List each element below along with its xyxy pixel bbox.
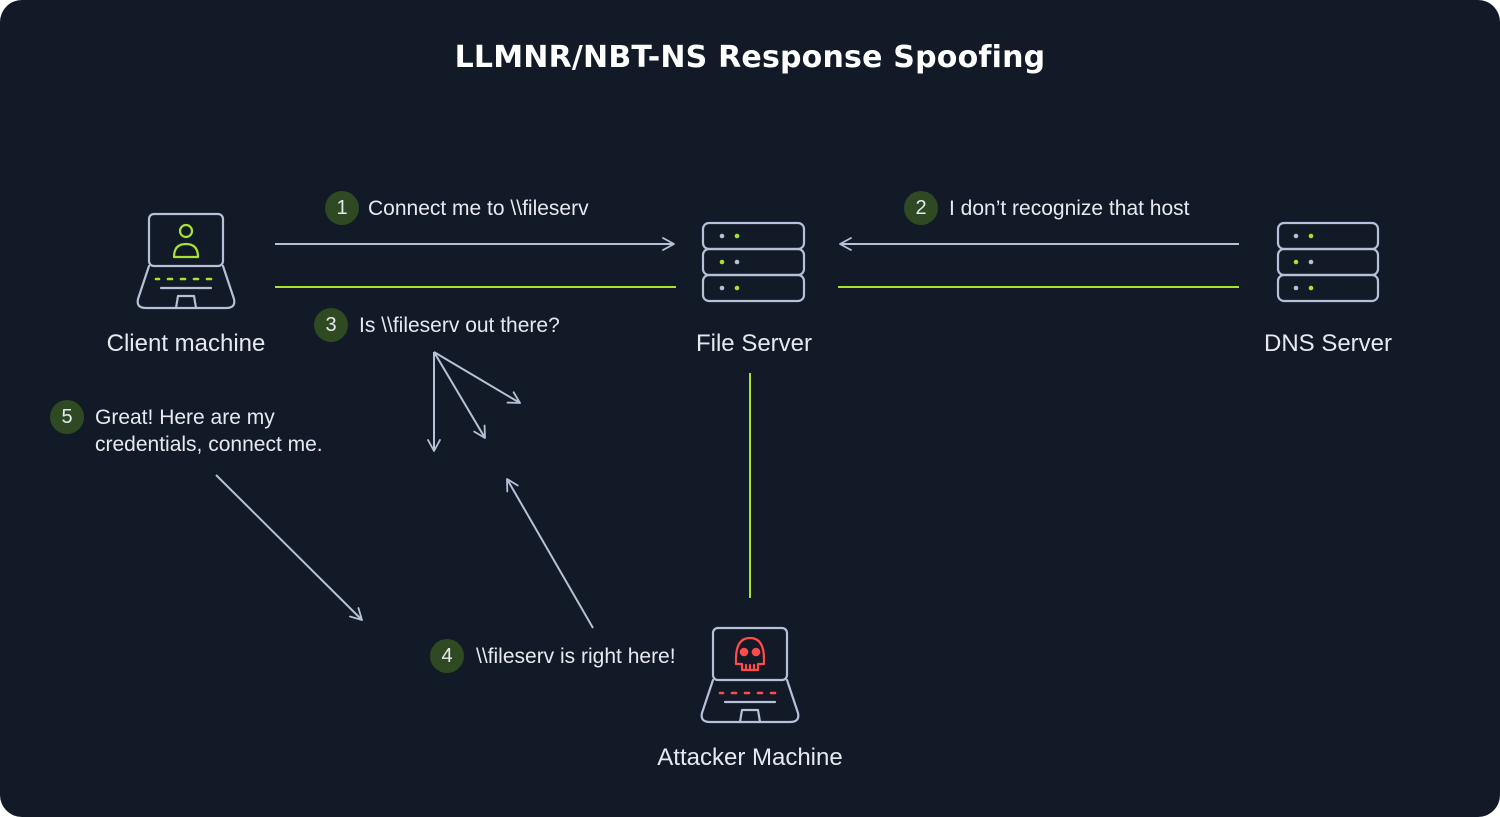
arrow-attacker-response xyxy=(506,478,594,629)
attacker-machine-label: Attacker Machine xyxy=(657,744,843,771)
file-server-label: File Server xyxy=(695,330,813,357)
step-3-label: Is \\fileserv out there? xyxy=(359,314,560,337)
client-machine-label: Client machine xyxy=(106,330,266,357)
dns-server-label: DNS Server xyxy=(1263,330,1393,357)
step-4-badge: 4 xyxy=(430,639,464,673)
step-1-label: Connect me to \\fileserv xyxy=(368,197,589,220)
skull-icon xyxy=(734,636,766,672)
step-5-label: Great! Here are my credentials, connect … xyxy=(95,404,323,458)
client-laptop-icon xyxy=(136,212,236,310)
arrow-credentials xyxy=(215,474,363,621)
dns-server-icon xyxy=(1276,221,1380,303)
user-icon xyxy=(172,223,200,259)
step-5-line-1: Great! Here are my xyxy=(95,406,275,429)
step-4-label: \\fileserv is right here! xyxy=(476,645,676,668)
step-5-badge: 5 xyxy=(50,400,84,434)
step-3-badge: 3 xyxy=(314,308,348,342)
file-server-icon xyxy=(701,221,806,303)
attacker-laptop-icon xyxy=(700,626,800,724)
step-5-line-2: credentials, connect me. xyxy=(95,433,323,456)
step-2-label: I don’t recognize that host xyxy=(949,197,1190,220)
step-1-badge: 1 xyxy=(325,191,359,225)
step-2-badge: 2 xyxy=(904,191,938,225)
diagram-title: LLMNR/NBT-NS Response Spoofing xyxy=(454,40,1046,75)
broadcast-arrows xyxy=(427,351,521,452)
